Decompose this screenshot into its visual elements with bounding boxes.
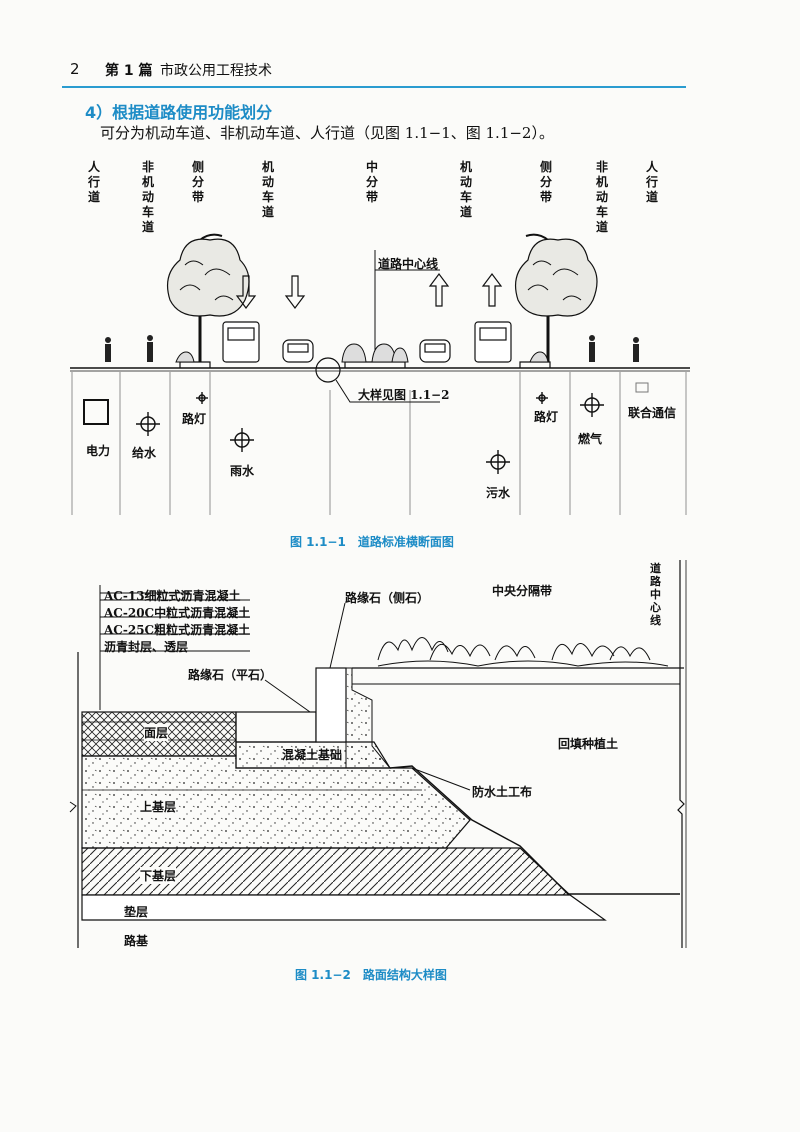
- page-number: 2: [70, 60, 80, 78]
- detail-leader: [335, 379, 440, 403]
- centerline-vertical-label: 道路中心线: [650, 562, 661, 627]
- telecom-duct-icon: [635, 382, 649, 393]
- layer-ac13-label: AC-13细粒式沥青混凝土: [104, 589, 241, 603]
- detail-circle: [315, 357, 341, 383]
- centerline-label: 道路中心线: [378, 257, 439, 271]
- figure2-caption: 图 1.1−2 路面结构大样图: [295, 968, 447, 982]
- tree-left: [167, 233, 250, 362]
- side-curb-label: 路缘石（侧石）: [345, 591, 430, 605]
- layer-ac20c-label: AC-20C中粒式沥青混凝土: [104, 606, 251, 620]
- power-duct-icon: [83, 399, 109, 425]
- median-shrubs: [175, 343, 549, 363]
- lower-base-label: 下基层: [140, 867, 177, 884]
- flat-curb: [235, 711, 317, 743]
- utility-telecom-label: 联合通信: [628, 406, 677, 420]
- subgrade-label: 路基: [124, 934, 149, 948]
- label-side-divider-left: 侧分带: [192, 160, 205, 204]
- label-non-motor-lane-right: 非机动车道: [596, 160, 609, 234]
- curb-backing: [345, 667, 392, 769]
- concrete-base-label: 混凝土基础: [282, 748, 343, 762]
- side-curb: [315, 667, 347, 743]
- road-surface: [70, 361, 690, 372]
- flat-curb-label: 路缘石（平石）: [188, 668, 273, 682]
- intro-paragraph: 可分为机动车道、非机动车道、人行道（见图 1.1−1、图 1.1−2）。: [100, 124, 554, 142]
- header-rule: [62, 86, 686, 88]
- detail-reference-label: 大样见图 1.1−2: [358, 388, 450, 402]
- label-side-divider-right: 侧分带: [540, 160, 553, 204]
- pedestrians: [105, 335, 639, 362]
- gas-pipe-icon: [580, 393, 604, 417]
- label-non-motor-lane-left: 非机动车道: [142, 160, 155, 234]
- backfill-label: 回填种植土: [558, 737, 619, 751]
- sewer-pipe-icon: [486, 450, 510, 474]
- utility-gas-label: 燃气: [578, 432, 603, 446]
- utility-water-label: 给水: [132, 446, 157, 460]
- label-median: 中分带: [366, 160, 379, 204]
- storm-drain-icon: [230, 428, 254, 452]
- tree-right: [515, 233, 598, 362]
- book-title: 市政公用工程技术: [160, 63, 272, 79]
- zone-lines: [71, 372, 687, 515]
- centerline-break: [677, 560, 685, 948]
- upper-base-label: 上基层: [140, 798, 177, 815]
- utility-sewer-label: 污水: [486, 486, 511, 500]
- street-lamp-icon: [196, 392, 208, 404]
- geotextile-label: 防水土工布: [472, 785, 533, 799]
- cushion-label: 垫层: [124, 905, 149, 919]
- geotextile-line: [389, 765, 680, 895]
- label-motor-lane-left: 机动车道: [262, 160, 275, 219]
- chapter-label: 第 1 篇: [105, 63, 153, 79]
- figure1-caption: 图 1.1−1 道路标准横断面图: [290, 535, 454, 549]
- vehicles: [222, 321, 512, 363]
- utility-storm-label: 雨水: [230, 464, 255, 478]
- utility-lamp-right-label: 路灯: [534, 410, 559, 424]
- median-label: 中央分隔带: [492, 584, 553, 598]
- section-heading: 4）根据道路使用功能划分: [85, 103, 273, 122]
- label-sidewalk-left: 人行道: [88, 160, 101, 204]
- utility-power-label: 电力: [86, 444, 111, 458]
- traffic-arrows: [235, 273, 503, 309]
- pipe-symbols: [136, 392, 604, 474]
- layer-ac25c-label: AC-25C粗粒式沥青混凝土: [104, 623, 251, 637]
- water-pipe-icon: [136, 412, 160, 436]
- layer-seal-label: 沥青封层、透层: [104, 640, 189, 654]
- surface-layer-label: 面层: [144, 724, 169, 741]
- street-lamp-icon: [536, 392, 548, 404]
- utility-lamp-left-label: 路灯: [182, 412, 207, 426]
- label-motor-lane-right: 机动车道: [460, 160, 473, 219]
- cushion-layer: [81, 894, 607, 921]
- label-sidewalk-right: 人行道: [646, 160, 659, 204]
- median-planting: [377, 637, 669, 667]
- leader-lines: [100, 592, 471, 791]
